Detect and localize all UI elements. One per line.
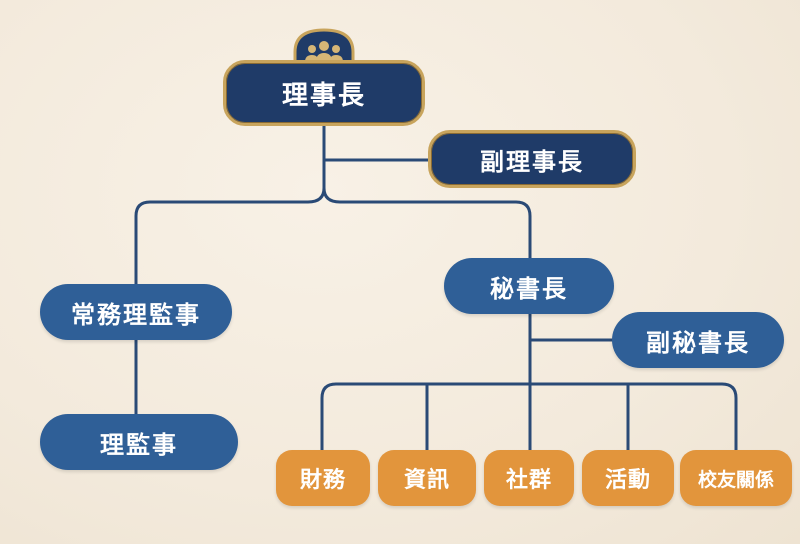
department-label: 社群: [505, 468, 552, 493]
supervisor-node: 理監事: [40, 414, 238, 470]
standing-supervisor-label: 常務理監事: [71, 300, 201, 329]
department-label: 活動: [604, 468, 651, 493]
department-community-node: 社群: [484, 450, 574, 506]
supervisor-label: 理監事: [100, 430, 178, 459]
connector-right-branch: [322, 186, 532, 262]
vice-chairman-node: 副理事長: [428, 130, 636, 188]
department-alumni-relations-node: 校友關係: [680, 450, 792, 506]
department-label: 校友關係: [697, 468, 774, 491]
department-finance-node: 財務: [276, 450, 370, 506]
chairman-label: 理事長: [281, 80, 366, 111]
department-info-node: 資訊: [378, 450, 476, 506]
connector-left-branch: [134, 186, 326, 288]
secretary-general-node: 秘書長: [444, 258, 614, 314]
vice-chairman-label: 副理事長: [480, 147, 584, 176]
department-label: 資訊: [403, 468, 450, 493]
connector-departments-bar: [320, 382, 738, 454]
deputy-secretary-general-label: 副秘書長: [646, 328, 750, 357]
department-label: 財務: [299, 468, 346, 493]
secretary-general-label: 秘書長: [490, 274, 568, 303]
chairman-node: 理事長: [223, 60, 425, 126]
department-activity-node: 活動: [582, 450, 674, 506]
standing-supervisor-node: 常務理監事: [40, 284, 232, 340]
deputy-secretary-general-node: 副秘書長: [612, 312, 784, 368]
